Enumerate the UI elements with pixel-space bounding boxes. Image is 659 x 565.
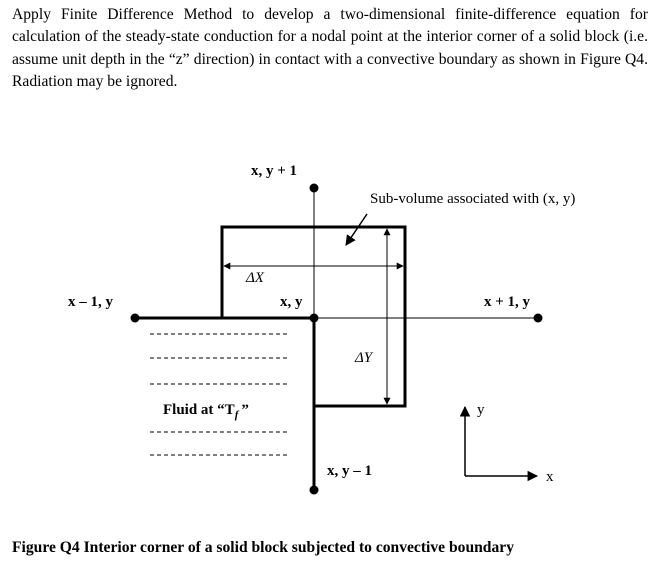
node-top-dot bbox=[309, 183, 319, 193]
fluid-label-subscript: f bbox=[235, 409, 240, 421]
node-bottom-dot bbox=[309, 485, 319, 495]
node-left-dot bbox=[130, 313, 140, 323]
axis-x-label: x bbox=[546, 469, 554, 485]
node-right-label: x + 1, y bbox=[484, 294, 531, 310]
delta-y-label: ΔY bbox=[354, 350, 374, 366]
fluid-label-prefix: Fluid at “T bbox=[163, 402, 235, 418]
subvolume-label: Sub-volume associated with (x, y) bbox=[370, 191, 575, 207]
fluid-label: Fluid at “Tf” bbox=[163, 402, 249, 421]
subvolume-pointer-arrow bbox=[345, 213, 368, 246]
axis-y-label: y bbox=[477, 402, 485, 418]
node-bottom-label: x, y – 1 bbox=[327, 463, 372, 479]
node-center-label: x, y bbox=[280, 294, 303, 310]
problem-statement: Apply Finite Difference Method to develo… bbox=[12, 6, 648, 91]
fluid-label-suffix: ” bbox=[241, 402, 249, 418]
node-left-label: x – 1, y bbox=[68, 294, 114, 310]
delta-x-label: ΔX bbox=[245, 270, 265, 286]
node-center-dot bbox=[309, 313, 319, 323]
fluid-dashed-lines bbox=[150, 333, 290, 456]
figure-caption: Figure Q4 Interior corner of a solid blo… bbox=[12, 539, 514, 556]
node-right-dot bbox=[533, 313, 543, 323]
sub-volume-outline bbox=[220, 225, 407, 408]
node-top-label: x, y + 1 bbox=[251, 163, 297, 179]
